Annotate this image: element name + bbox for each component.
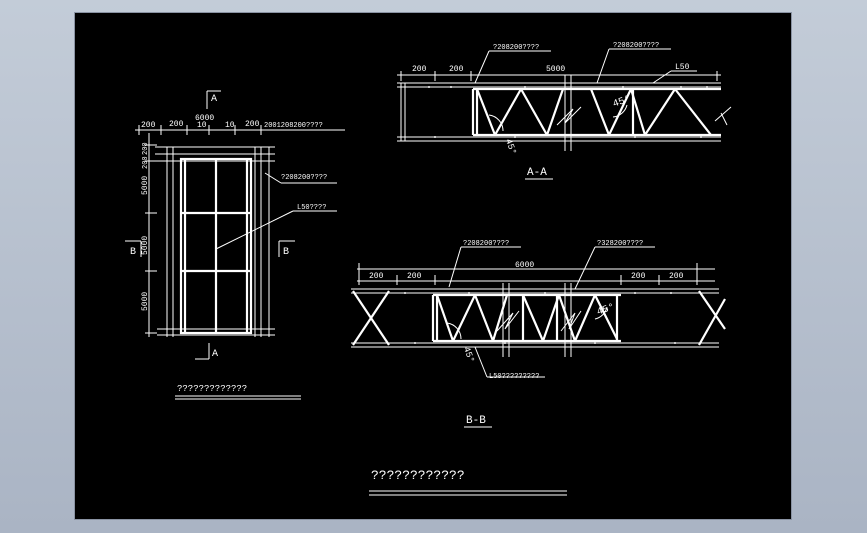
- bb-break-left-zigzag: [496, 310, 520, 332]
- bb-callout-bottom: L50?????????: [489, 373, 539, 381]
- bb-break-right-zigzag: [560, 310, 582, 332]
- elevation-caption: ?????????????: [177, 384, 247, 394]
- bb-leader-left: [448, 246, 462, 288]
- aa-callout-left: ?208200????: [493, 44, 539, 52]
- dim-ticks-left: [145, 144, 157, 334]
- aa-angle-arc-2: [612, 104, 628, 118]
- aa-left-end: [400, 83, 406, 141]
- bb-callout-right: ?328200????: [597, 240, 643, 248]
- bb-dim-ticks: [358, 263, 698, 285]
- bb-leader-bottom: [474, 346, 488, 378]
- dim-left-3: 5000: [141, 292, 150, 311]
- dim-top-3: 10: [197, 121, 207, 130]
- section-arrow-b-right: [278, 240, 295, 257]
- bb-angle-1: 45°: [461, 346, 476, 365]
- section-mark-b-left: B: [130, 247, 136, 258]
- elevation-callout-1: ?208200????: [281, 174, 327, 182]
- aa-callout-right: L50: [675, 63, 690, 72]
- aa-angle-1: 45°: [503, 138, 518, 157]
- dim-top-1: 200: [141, 121, 156, 130]
- bb-verticals: [521, 295, 559, 341]
- section-mark-a-top: A: [211, 94, 217, 105]
- aa-web-left: [475, 88, 565, 136]
- bb-dim-right-1: 200: [631, 272, 646, 281]
- aa-dim-2: 200: [449, 65, 464, 74]
- aa-web-right: [589, 88, 712, 136]
- leader-2: [215, 210, 294, 250]
- bb-dim-left-2: 200: [407, 272, 422, 281]
- aa-break-zigzag: [556, 106, 582, 126]
- aa-leader-right: [652, 70, 672, 84]
- aa-end-break: [714, 106, 732, 126]
- aa-dim-ticks: [400, 71, 718, 81]
- bb-dim-left-1: 200: [369, 272, 384, 281]
- aa-inner-frame: [471, 87, 721, 137]
- dim-left-small-2: 200: [142, 156, 150, 169]
- dim-top-right: 2001208200????: [264, 122, 323, 130]
- bb-angle-arc-2: [594, 306, 608, 320]
- main-title-block: ????????????: [369, 468, 567, 496]
- bb-chords: [351, 288, 719, 348]
- frame-columns: [166, 147, 270, 337]
- bb-label: B-B: [466, 415, 486, 427]
- main-title: ????????????: [371, 468, 465, 483]
- section-bb-view: ?208200???? ?328200???? 6000 200 200 200…: [351, 240, 726, 428]
- bb-angle-2: 45°: [595, 301, 616, 318]
- elevation-callout-2: L50????: [297, 204, 326, 212]
- section-mark-a-bottom: A: [212, 349, 218, 360]
- section-arrow-b-left: [125, 240, 142, 257]
- aa-angle-2: 45°: [611, 93, 632, 110]
- section-aa-view: 200 200 5000 ?208200???? ?208200???? L50…: [397, 42, 732, 180]
- elevation-view: A 6000 200 200 10 10 200 2001208200???? …: [125, 90, 345, 400]
- aa-dim-1: 200: [412, 65, 427, 74]
- bb-leader-right: [574, 246, 596, 290]
- aa-break-vertical: [564, 75, 572, 151]
- dim-top-overall: 6000: [195, 114, 214, 123]
- dim-top-2: 200: [169, 120, 184, 129]
- bb-callout-left: ?208200????: [463, 240, 509, 248]
- aa-callout-mid: ?208200????: [613, 42, 659, 50]
- bb-x-brace-right: [698, 290, 726, 346]
- aa-angle-arc-1: [488, 114, 504, 132]
- bb-inner-frame: [431, 293, 621, 343]
- elevation-grid: [181, 159, 251, 333]
- bb-angle-arc-1: [446, 322, 462, 340]
- dim-ticks-top: [138, 125, 262, 135]
- cad-drawing: A 6000 200 200 10 10 200 2001208200???? …: [125, 42, 732, 496]
- main-title-underline: [369, 490, 567, 496]
- bb-x-brace-left: [352, 290, 390, 346]
- aa-dim-overall: 5000: [546, 65, 565, 74]
- dim-left-2: 5000: [141, 236, 150, 255]
- cad-viewport[interactable]: A 6000 200 200 10 10 200 2001208200???? …: [74, 12, 792, 520]
- section-arrow-a-top: [206, 90, 221, 109]
- aa-leader-mid: [596, 48, 610, 84]
- section-mark-b-right: B: [283, 247, 289, 258]
- aa-bolts: [428, 86, 708, 138]
- bb-bolts: [404, 292, 676, 344]
- bb-dim-right-2: 200: [669, 272, 684, 281]
- dim-top-4: 10: [225, 121, 235, 130]
- aa-chords: [397, 82, 721, 142]
- leader-1: [264, 172, 282, 184]
- dim-left-small-1: 200: [142, 142, 150, 155]
- dim-top-5: 200: [245, 120, 260, 129]
- aa-leader-left: [474, 50, 490, 84]
- bb-dim-overall: 6000: [515, 261, 534, 270]
- bb-web-left: [435, 294, 509, 342]
- aa-label: A-A: [527, 167, 547, 179]
- dim-left-1: 5000: [141, 176, 150, 195]
- bb-web-right: [521, 294, 618, 342]
- bb-break-right: [564, 283, 572, 357]
- section-arrow-a-bottom: [195, 343, 210, 360]
- elevation-caption-underline: [175, 395, 301, 400]
